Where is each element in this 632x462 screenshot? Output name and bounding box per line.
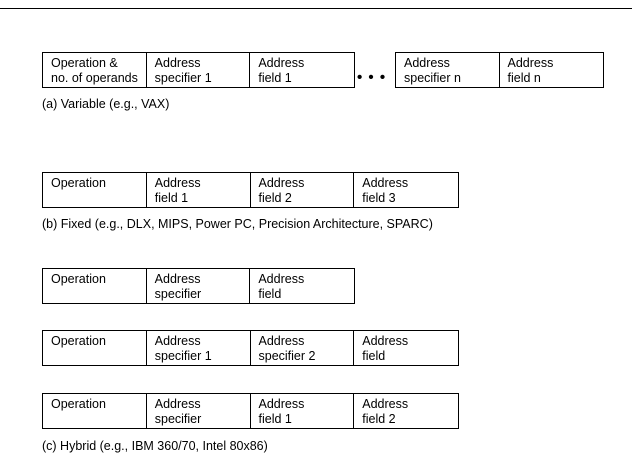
caption-fixed: (b) Fixed (e.g., DLX, MIPS, Power PC, Pr…: [42, 217, 433, 231]
field-operation: Operation: [43, 269, 147, 303]
field-address-field-1: Address field 1: [258, 56, 305, 85]
field-operation: Operation: [43, 394, 147, 428]
field-address-specifier: Address specifier: [147, 269, 251, 303]
top-rule: [0, 8, 632, 9]
field-address-field-2: Address field 2: [251, 173, 355, 207]
variable-format-right: Address specifier n Address field n: [395, 52, 604, 88]
field-address-field-n: Address field n: [507, 56, 554, 85]
field-address-specifier-n: Address specifier n: [396, 53, 500, 87]
field-operation: Operation: [43, 331, 147, 365]
variable-format-left: Operation & no. of operands Address spec…: [42, 52, 355, 88]
hybrid-format-3: Operation Address specifier Address fiel…: [42, 393, 459, 429]
caption-variable: (a) Variable (e.g., VAX): [42, 97, 170, 111]
field-address-specifier-1: Address specifier 1: [147, 331, 251, 365]
field-address-field: Address field: [258, 272, 305, 301]
hybrid-format-1: Operation Address specifier Address fiel…: [42, 268, 355, 304]
field-address-specifier: Address specifier: [147, 394, 251, 428]
field-address-field-1: Address field 1: [251, 394, 355, 428]
field-address-field-3: Address field 3: [362, 176, 409, 205]
field-address-field: Address field: [362, 334, 409, 363]
ellipsis: • • •: [357, 69, 387, 86]
caption-hybrid: (c) Hybrid (e.g., IBM 360/70, Intel 80x8…: [42, 439, 268, 453]
field-address-specifier-1: Address specifier 1: [147, 53, 251, 87]
hybrid-format-2: Operation Address specifier 1 Address sp…: [42, 330, 459, 366]
field-address-field-1: Address field 1: [147, 173, 251, 207]
field-operation: Operation: [43, 173, 147, 207]
fixed-format: Operation Address field 1 Address field …: [42, 172, 459, 208]
field-operation-and-operands: Operation & no. of operands: [43, 53, 147, 87]
field-address-specifier-2: Address specifier 2: [251, 331, 355, 365]
field-address-field-2: Address field 2: [362, 397, 409, 426]
